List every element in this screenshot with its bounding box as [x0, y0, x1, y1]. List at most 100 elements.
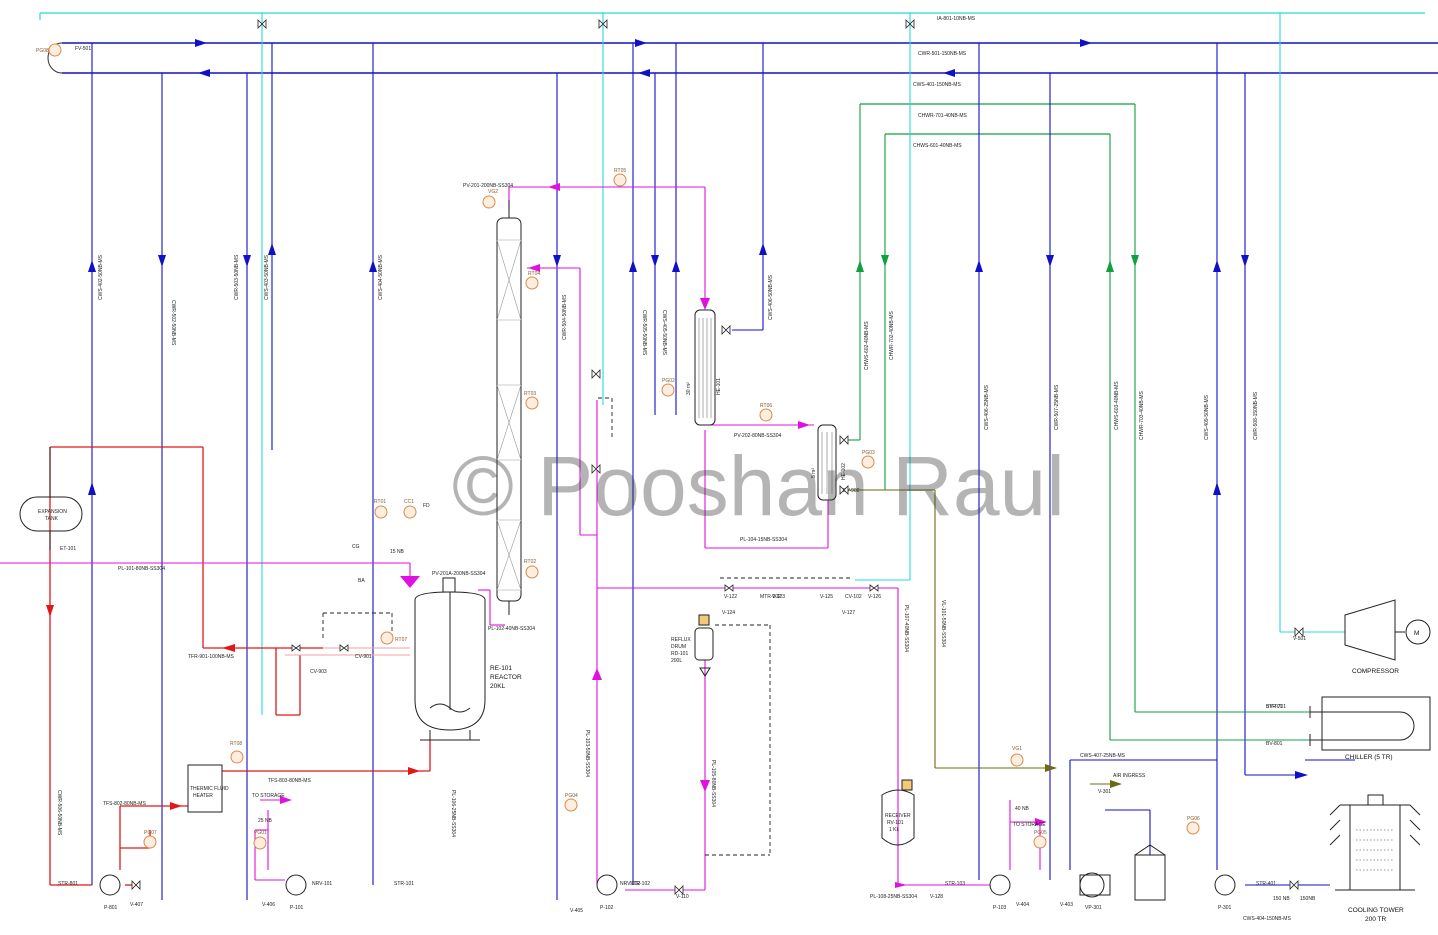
cws407-label: CWS-407-25NB-MS — [1080, 753, 1126, 759]
svg-text:BV-902: BV-902 — [843, 488, 860, 494]
reactor-name: REACTOR — [490, 674, 522, 681]
pl104-label: PL-104-15NB-SS304 — [740, 537, 787, 543]
reflux-drum-l2: DRUM — [671, 644, 686, 650]
svg-text:V-126: V-126 — [868, 594, 881, 600]
vertical-line-labels: CWS-402-50NB-MS CWR-502-50NB-MS CWR-503-… — [56, 254, 1259, 837]
svg-text:V-501: V-501 — [1293, 636, 1306, 642]
pv201a-label: PV-201A-200NB-SS304 — [432, 571, 486, 577]
dashed-signal-lines — [322, 397, 850, 856]
cooling-tower-l2: 200 TR — [1365, 916, 1387, 923]
ia-header-label: IA-801-10NB-MS — [937, 16, 976, 22]
pg06-label: PG06 — [1187, 816, 1200, 822]
cg-label: CG — [352, 544, 360, 550]
vg2-label: VG2 — [488, 189, 498, 195]
svg-text:CWS-403-50NB-MS: CWS-403-50NB-MS — [264, 254, 270, 300]
tf-heater — [187, 764, 223, 813]
svg-text:V-123: V-123 — [772, 594, 785, 600]
rt06-label: RT06 — [760, 403, 772, 409]
compressor — [1344, 599, 1431, 661]
tfs802-label: TFS-802-80NB-MS — [103, 801, 146, 807]
motor-label: M — [1414, 630, 1419, 637]
chiller — [1309, 696, 1431, 751]
svg-text:NRV-102: NRV-102 — [620, 881, 640, 887]
subcooler-he102 — [817, 424, 837, 501]
svg-text:V-405: V-405 — [570, 908, 583, 914]
svg-text:V-122: V-122 — [724, 594, 737, 600]
rt05-label: RT05 — [614, 168, 626, 174]
to-storage-label-1: TO STORAGE — [252, 793, 285, 799]
pg02-label: PG02 — [662, 378, 675, 384]
svg-text:STR-701: STR-701 — [1266, 704, 1286, 710]
nb15-label: 15 NB — [390, 549, 405, 555]
svg-text:PL-106-25NB-SS304: PL-106-25NB-SS304 — [450, 790, 456, 837]
svg-text:CHWR-702-40NB-MS: CHWR-702-40NB-MS — [889, 310, 895, 360]
receiver-vessel — [881, 779, 915, 846]
instrument-bubbles — [48, 43, 1200, 850]
to-storage-label-2: TO STORAGE — [1013, 822, 1046, 828]
svg-text:V-124: V-124 — [722, 610, 735, 616]
ba-label: BA — [358, 578, 365, 584]
pump-p102: P-102 — [600, 905, 614, 911]
pl102-label: PL-102-40NB-SS304 — [488, 626, 535, 632]
tf-flow-arrows — [46, 605, 420, 810]
reflux-drum — [694, 614, 714, 677]
receiver-l2: RV-101 — [887, 820, 904, 826]
cooling-water-lines — [91, 43, 1355, 900]
tfr901-label: TFR-901-100NB-MS — [188, 654, 235, 660]
svg-text:CWR-503-50NB-MS: CWR-503-50NB-MS — [234, 254, 240, 300]
tf-pink-lines — [285, 647, 410, 656]
svg-text:CV-102: CV-102 — [845, 594, 862, 600]
svg-text:CWR-505-50NB-MS: CWR-505-50NB-MS — [641, 310, 647, 356]
process-lines — [0, 186, 1041, 891]
svg-text:CHWS-603-40NB-MS: CHWS-603-40NB-MS — [1114, 381, 1120, 430]
reflux-drum-l3: RD-101 — [671, 651, 688, 657]
cwr-header-label: CWR-501-150NB-MS — [918, 51, 967, 57]
tfs803-label: TFS-803-80NB-MS — [268, 778, 311, 784]
condenser-he101 — [694, 309, 716, 426]
svg-text:V-407: V-407 — [130, 902, 143, 908]
svg-text:CWS-406-50NB-MS: CWS-406-50NB-MS — [768, 274, 774, 320]
expansion-tank — [19, 447, 83, 550]
pl108-label: PL-108-25NB-SS304 — [870, 894, 917, 900]
svg-text:CWS-409-50NB-MS: CWS-409-50NB-MS — [1204, 394, 1210, 440]
svg-text:V-127: V-127 — [842, 610, 855, 616]
chw-flow-arrows — [856, 255, 1139, 272]
thermic-fluid-lines — [49, 446, 431, 886]
tf-heater-l1: THERMIC FLUID — [190, 786, 229, 792]
expansion-tank-l2: TANK — [45, 516, 59, 522]
rt02-label: RT02 — [524, 559, 536, 565]
process-arrows — [280, 183, 1047, 888]
distillation-column — [496, 200, 522, 615]
tf-heater-l2: HEATER — [193, 793, 213, 799]
air-ingress-label: AIR INGRESS — [1113, 773, 1146, 779]
svg-text:VL-101-50NB-SS304: VL-101-50NB-SS304 — [940, 600, 946, 647]
svg-text:CHWS-602-40NB-MS: CHWS-602-40NB-MS — [864, 321, 870, 370]
pump-vp301: VP-301 — [1085, 905, 1102, 911]
svg-text:ET-101: ET-101 — [60, 546, 76, 552]
svg-text:PL-107-40NB-SS304: PL-107-40NB-SS304 — [903, 605, 909, 652]
svg-text:V-404: V-404 — [1016, 902, 1029, 908]
svg-text:CHWR-703-40NB-MS: CHWR-703-40NB-MS — [1139, 390, 1145, 440]
reactor-tag: RE-101 — [490, 665, 512, 672]
cws404-label: CWS-404-150NB-MS — [1243, 916, 1291, 922]
svg-text:CWS-406-25NB-MS: CWS-406-25NB-MS — [984, 384, 990, 430]
svg-text:MTR-102: MTR-102 — [760, 594, 781, 600]
instrument-air-lines — [261, 13, 1345, 715]
receiver-l1: RECEIVER — [885, 813, 911, 819]
pg08-label: PG08 — [36, 48, 49, 54]
pumps — [99, 874, 1236, 896]
svg-text:FV-501: FV-501 — [75, 46, 91, 52]
nb150a-label: 150NB — [1300, 896, 1316, 902]
svg-text:STR-102: STR-102 — [630, 881, 650, 887]
he101-area: 30 m² — [686, 382, 692, 395]
cooling-tower — [1329, 794, 1421, 891]
cooling-tower-l1: COOLING TOWER — [1348, 907, 1404, 914]
svg-text:BV-701: BV-701 — [1266, 704, 1283, 710]
reflux-drum-l1: REFLUX — [671, 637, 691, 643]
svg-text:V-125: V-125 — [820, 594, 833, 600]
fd-label: FD — [423, 503, 430, 509]
reactor-vessel — [414, 577, 486, 741]
vacuum-pump — [1079, 844, 1166, 901]
svg-text:STR-801: STR-801 — [58, 881, 78, 887]
